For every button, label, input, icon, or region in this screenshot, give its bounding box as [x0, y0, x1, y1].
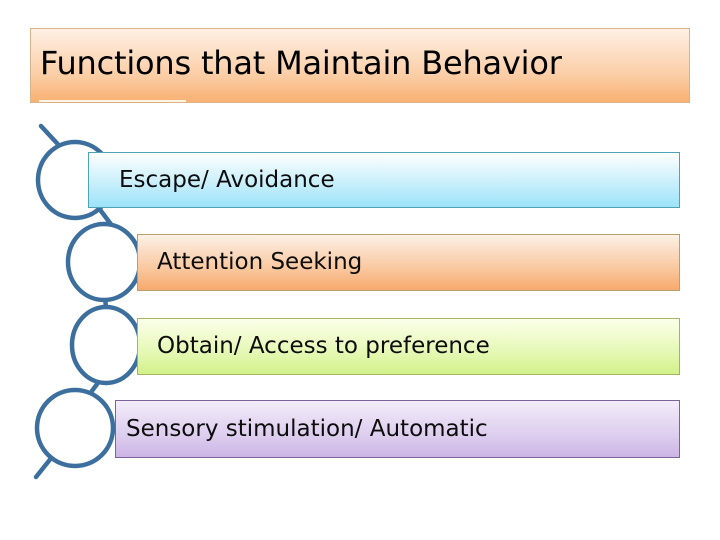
function-bar-obtain-access[interactable]: Obtain/ Access to preference: [137, 318, 680, 375]
function-bar-sensory-automatic[interactable]: Sensory stimulation/ Automatic: [115, 400, 680, 458]
function-bar-escape-avoidance[interactable]: Escape/ Avoidance: [88, 152, 680, 208]
chain-ring-3: [69, 304, 143, 386]
chain-link-3-4: [83, 373, 106, 402]
function-label: Attention Seeking: [157, 249, 363, 275]
chain-link-top: [38, 123, 69, 156]
function-label: Obtain/ Access to preference: [157, 333, 490, 359]
chain-ring-2: [65, 221, 143, 303]
chain-link-2-3: [102, 288, 109, 315]
title-underline-accent: [39, 100, 186, 102]
function-label: Escape/ Avoidance: [119, 166, 335, 193]
chain-ring-4: [34, 387, 116, 469]
page-title: Functions that Maintain Behavior: [40, 44, 562, 82]
title-banner: Functions that Maintain Behavior: [30, 28, 690, 103]
function-label: Sensory stimulation/ Automatic: [126, 415, 488, 442]
function-bar-attention-seeking[interactable]: Attention Seeking: [137, 234, 680, 291]
chain-link-bottom: [33, 449, 59, 480]
